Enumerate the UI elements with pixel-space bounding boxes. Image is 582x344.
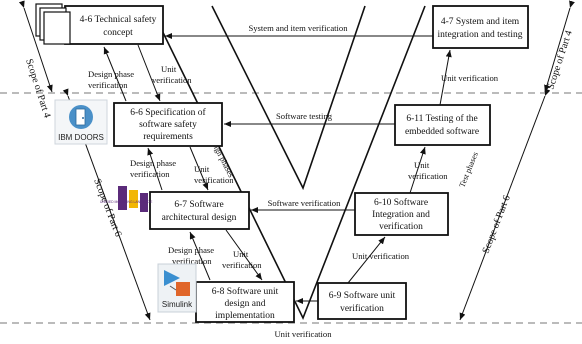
arrow-6-8-to-6-7-up bbox=[189, 231, 211, 281]
box-6-6-line3: requirements bbox=[143, 132, 193, 142]
arrow-6-6-to-4-6-up bbox=[103, 46, 127, 102]
box-6-10-line1: 6-10 Software bbox=[374, 197, 428, 208]
label-unit-ver-2b: verification bbox=[194, 175, 234, 185]
box-6-9-line1: 6-9 Software unit bbox=[329, 290, 396, 301]
box-6-10: 6-10 Software Integration and verificati… bbox=[354, 192, 449, 236]
box-6-6: 6-6 Specification of software safety req… bbox=[113, 102, 223, 147]
box-6-10-line2: Integration and bbox=[372, 210, 430, 220]
label-design-phase-3a: Design phase bbox=[168, 245, 214, 255]
arrow-6-6-to-6-7-down bbox=[189, 146, 209, 191]
box-6-6-line1: 6-6 Specification of bbox=[130, 107, 206, 118]
arrow-4-6-to-6-6-down bbox=[137, 44, 161, 102]
uml-logo-text-1: UNIFIED MODELING LANGUAGE bbox=[100, 200, 153, 204]
test-phases-label: Test phases bbox=[458, 151, 480, 189]
ibm-doors-logo-text: IBM DOORS bbox=[58, 133, 104, 142]
box-6-11-line1: 6-11 Testing of the bbox=[406, 113, 477, 124]
label-unit-right-2: verification bbox=[408, 171, 448, 181]
box-6-9-line2: verification bbox=[340, 303, 384, 314]
label-design-phase-3b: verification bbox=[172, 256, 212, 266]
arrow-6-10-to-6-11 bbox=[409, 146, 426, 194]
label-unit-verification-right-top: Unit verification bbox=[441, 73, 499, 83]
scope-part4-left-label: Scope of Part 4 bbox=[23, 58, 52, 120]
scope-part6-right-label: Scope of Part 6 bbox=[481, 194, 513, 255]
box-4-7-line1: 4-7 System and item bbox=[441, 17, 520, 27]
box-6-6-line2: software safety bbox=[139, 119, 197, 130]
box-6-8-line1: 6-8 Software unit bbox=[212, 286, 279, 297]
scope-part4-right-bracket bbox=[544, 0, 575, 93]
simulink-logo-text: Simulink bbox=[162, 300, 193, 309]
label-unit-ver-1a: Unit bbox=[161, 64, 177, 74]
label-unit-ver-3b: verification bbox=[222, 260, 262, 270]
box-6-11: 6-11 Testing of the embedded software bbox=[394, 104, 491, 146]
label-unit-ver-2a: Unit bbox=[194, 164, 210, 174]
box-4-7-line2: integration and testing bbox=[438, 30, 523, 40]
label-unit-right-1: Unit bbox=[414, 160, 430, 170]
box-6-11-line2: embedded software bbox=[405, 126, 479, 137]
box-6-7: 6-7 Software architectural design bbox=[149, 191, 250, 230]
box-6-7-line1: 6-7 Software bbox=[174, 199, 223, 210]
label-design-phase-2b: verification bbox=[130, 169, 170, 179]
arrow-6-7-to-6-8-down bbox=[225, 229, 263, 281]
box-6-8-line3: implementation bbox=[215, 311, 275, 321]
label-software-testing: Software testing bbox=[276, 111, 333, 121]
box-6-7-line2: architectural design bbox=[162, 213, 237, 223]
label-unit-ver-3a: Unit bbox=[233, 249, 249, 259]
scope-part4-right-label: Scope of Part 4 bbox=[545, 29, 574, 91]
uml-logo: UNIFIED MODELING LANGUAGE bbox=[100, 186, 153, 212]
box-4-6: 4-6 Technical safety concept bbox=[64, 5, 164, 45]
arrow-6-7-to-6-6-up bbox=[147, 147, 163, 191]
scope-part4-left-bracket bbox=[18, 0, 53, 93]
box-4-6-line1: 4-6 Technical safety bbox=[80, 14, 157, 25]
box-6-8-line2: design and bbox=[225, 299, 266, 309]
arrow-6-11-to-4-7 bbox=[439, 49, 452, 106]
label-design-phase-2a: Design phase bbox=[130, 158, 176, 168]
label-unit-verification-bottom: Unit verification bbox=[274, 329, 332, 339]
scope-part6-right-bracket bbox=[459, 88, 551, 321]
label-design-phase-1a: Design phase bbox=[88, 69, 134, 79]
document-stack-icon bbox=[35, 3, 71, 45]
box-6-8: 6-8 Software unit design and implementat… bbox=[195, 281, 295, 323]
label-software-verification: Software verification bbox=[268, 198, 341, 208]
box-6-10-line3: verification bbox=[379, 221, 423, 232]
label-system-item-verification: System and item verification bbox=[248, 23, 348, 33]
label-unit-verification-right-mid: Unit verification bbox=[352, 251, 410, 261]
label-design-phase-1b: verification bbox=[88, 80, 128, 90]
arrow-6-9-to-6-10 bbox=[347, 236, 386, 284]
box-6-9: 6-9 Software unit verification bbox=[317, 282, 407, 320]
box-4-7: 4-7 System and item integration and test… bbox=[432, 5, 529, 49]
simulink-logo: Simulink bbox=[157, 263, 197, 313]
box-4-6-line2: concept bbox=[103, 28, 133, 38]
ibm-doors-logo: IBM DOORS bbox=[54, 99, 108, 145]
label-unit-ver-1b: verification bbox=[152, 75, 192, 85]
